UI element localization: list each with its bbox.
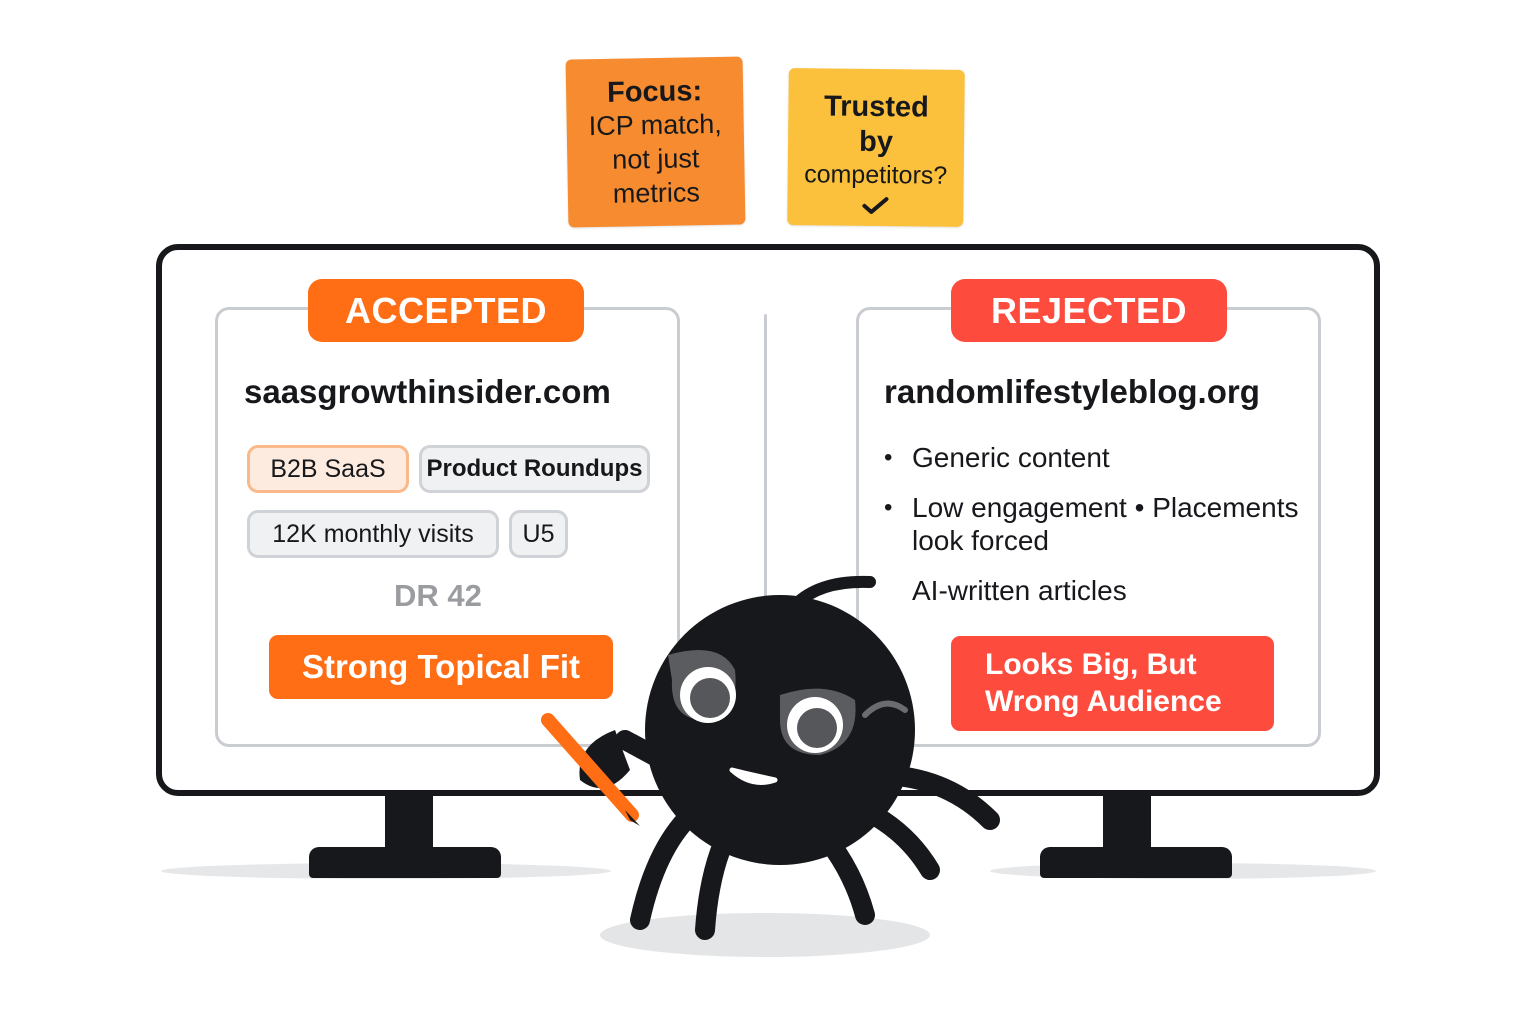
right-monitor-neck	[1103, 794, 1151, 850]
left-monitor-base	[309, 847, 501, 878]
rejected-domain: randomlifestyleblog.org	[884, 373, 1260, 410]
center-divider	[764, 314, 767, 654]
right-monitor-base	[1040, 847, 1232, 878]
rejection-reasons-list: Generic content Low engagement • Placeme…	[884, 441, 1314, 624]
focus-note-line: not just	[612, 143, 700, 175]
rejected-verdict-line: Wrong Audience	[985, 685, 1222, 718]
trusted-note-title: Trusted	[823, 90, 929, 124]
left-monitor-neck	[385, 794, 433, 850]
trusted-note-title: by	[858, 125, 894, 159]
chip-product-roundups: Product Roundups	[419, 445, 650, 493]
reason-item: Generic content	[884, 441, 1314, 474]
spider-smile	[729, 767, 778, 785]
spider-mascot-icon	[541, 575, 1000, 957]
checkmark-icon	[862, 197, 889, 214]
trusted-sticky-note: Trusted by competitors?	[787, 68, 965, 227]
chip-monthly-visits: 12K monthly visits	[247, 510, 499, 558]
focus-sticky-note: Focus: ICP match, not just metrics	[565, 56, 746, 228]
glasses-arm	[862, 700, 908, 718]
rejected-badge: REJECTED	[951, 279, 1227, 342]
chip-b2b-saas: B2B SaaS	[247, 445, 409, 493]
rejected-verdict-line: Looks Big, But	[985, 648, 1197, 681]
focus-note-title: Focus:	[606, 75, 703, 109]
focus-note-line: ICP match,	[588, 108, 722, 142]
domain-rating: DR 42	[394, 578, 482, 613]
spider-pupil-right	[797, 708, 837, 748]
spider-pupil-left	[690, 678, 730, 718]
pencil-icon	[541, 713, 640, 826]
trusted-note-body: competitors?	[804, 160, 948, 190]
reason-item: AI-written articles	[912, 575, 1127, 606]
rejected-verdict-button[interactable]: Looks Big, But Wrong Audience	[951, 636, 1274, 731]
accepted-verdict-button[interactable]: Strong Topical Fit	[269, 635, 613, 699]
chip-u5: U5	[509, 510, 568, 558]
reason-item: Low engagement • Placements look forced	[884, 491, 1314, 557]
accepted-domain: saasgrowthinsider.com	[244, 373, 611, 410]
spider-shadow	[600, 913, 930, 957]
accepted-badge: ACCEPTED	[308, 279, 584, 342]
spider-antenna	[789, 575, 876, 611]
spider-body	[645, 595, 915, 865]
focus-note-line: metrics	[612, 177, 701, 209]
